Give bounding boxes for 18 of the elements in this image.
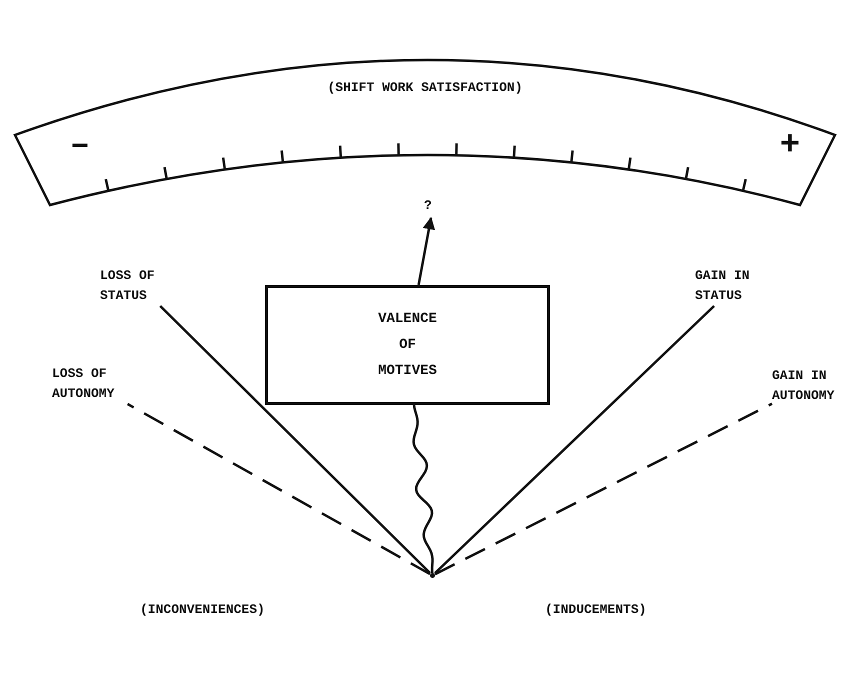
- category-label: GAIN IN AUTONOMY: [772, 366, 842, 406]
- group-label: (INDUCEMENTS): [545, 601, 646, 619]
- category-label: LOSS OF STATUS: [100, 266, 180, 306]
- category-label: GAIN IN STATUS: [695, 266, 775, 306]
- question-mark: ?: [424, 196, 442, 218]
- scale-title: (SHIFT WORK SATISFACTION): [326, 79, 524, 97]
- motive-box: VALENCE OF MOTIVES: [265, 285, 550, 405]
- arrow: [417, 216, 436, 286]
- minus-sign: –: [68, 126, 92, 167]
- connector-line: [159, 305, 431, 574]
- plus-sign: +: [778, 126, 802, 167]
- connector-line: [126, 402, 431, 576]
- connector-line: [434, 305, 715, 574]
- category-label: LOSS OF AUTONOMY: [52, 364, 132, 404]
- connector-line: [434, 402, 773, 576]
- group-label: (INCONVENIENCES): [140, 601, 265, 619]
- vertex-dot: [430, 573, 435, 578]
- wavy-line: [412, 404, 434, 574]
